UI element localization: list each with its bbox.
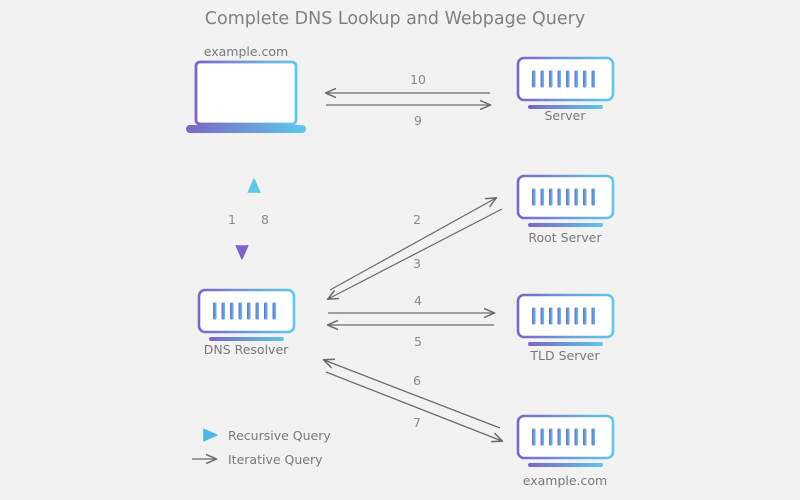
arrow-step-10-label: 10 <box>410 72 426 87</box>
arrow-step-8-label: 8 <box>261 212 269 227</box>
server-icon <box>516 174 615 229</box>
node-dns-resolver-label: DNS Resolver <box>204 342 289 357</box>
arrow-step-1-label: 1 <box>228 212 236 227</box>
node-auth-server-label: example.com <box>523 473 607 488</box>
arrow-step-6: 6 <box>324 360 501 429</box>
legend-item-recursive-label: Recursive Query <box>228 428 331 443</box>
arrow-step-9-label: 9 <box>414 113 422 128</box>
node-web-server-label: Server <box>545 108 587 123</box>
laptop-icon <box>186 60 306 133</box>
arrow-step-3: 3 <box>328 208 503 299</box>
arrow-step-4: 4 <box>328 293 494 313</box>
node-web-server: Server <box>516 56 615 123</box>
legend-item-iterative-label: Iterative Query <box>228 452 323 467</box>
node-tld-server: TLD Server <box>516 293 615 363</box>
arrow-step-2: 2 <box>329 198 496 291</box>
arrow-step-8: 8 <box>254 180 269 266</box>
arrow-step-3-label: 3 <box>413 256 421 271</box>
arrow-step-10: 10 <box>326 72 490 93</box>
legend-item-recursive: Recursive Query <box>192 428 331 443</box>
server-icon <box>197 288 296 343</box>
arrow-step-2-label: 2 <box>413 212 421 227</box>
node-client: example.com <box>186 44 306 133</box>
server-icon <box>516 293 615 348</box>
page-title: Complete DNS Lookup and Webpage Query <box>205 9 585 29</box>
node-tld-server-label: TLD Server <box>529 348 600 363</box>
arrow-step-7-label: 7 <box>413 415 421 430</box>
node-dns-resolver: DNS Resolver <box>197 288 296 357</box>
legend-item-iterative: Iterative Query <box>192 452 323 467</box>
arrow-step-4-label: 4 <box>414 293 422 308</box>
arrow-step-5: 5 <box>328 325 494 349</box>
node-auth-server: example.com <box>516 414 615 488</box>
server-icon <box>516 56 615 111</box>
node-root-server-label: Root Server <box>528 230 602 245</box>
arrow-step-5-label: 5 <box>414 334 422 349</box>
node-client-label: example.com <box>204 44 288 59</box>
node-root-server: Root Server <box>516 174 615 245</box>
arrow-step-9: 9 <box>326 105 490 128</box>
arrow-step-6-label: 6 <box>413 373 421 388</box>
arrow-step-7: 7 <box>325 371 502 441</box>
server-icon <box>516 414 615 469</box>
arrow-step-1: 1 <box>228 178 242 258</box>
legend: Recursive Query Iterative Query <box>192 428 331 467</box>
